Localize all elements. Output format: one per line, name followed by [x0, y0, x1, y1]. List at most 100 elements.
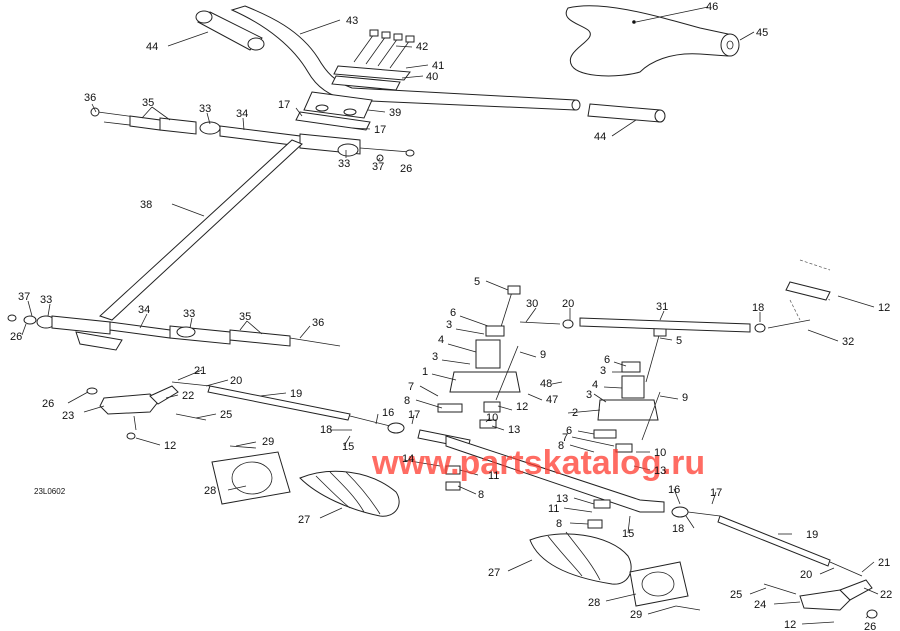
callout-7-left: 7	[408, 381, 414, 393]
callout-26-lower-right: 26	[864, 621, 876, 631]
upper-tie-rod	[90, 107, 415, 162]
left-tie-rod	[207, 385, 405, 434]
callout-17-mid: 17	[408, 409, 420, 421]
callout-7-right: 7	[562, 432, 568, 444]
callout-5-left: 5	[474, 276, 480, 288]
left-boot	[211, 445, 400, 517]
callout-33-left: 33	[40, 294, 52, 306]
callout-12-lower-right: 12	[784, 619, 796, 631]
callout-36-top: 36	[84, 92, 96, 104]
callout-12-mid: 12	[516, 401, 528, 413]
callout-8-lower-right: 8	[556, 518, 562, 530]
callout-48: 48	[540, 378, 552, 390]
callout-11-right: 11	[548, 503, 559, 515]
callout-37-left: 37	[18, 291, 30, 303]
callout-6-low: 6	[566, 425, 572, 437]
callout-3-left-top: 3	[446, 319, 452, 331]
callout-41: 41	[432, 60, 444, 72]
callout-1: 1	[422, 366, 428, 378]
callout-30: 30	[526, 298, 538, 310]
callout-21-right: 21	[878, 557, 890, 569]
center-posts	[417, 285, 667, 529]
handlebar-pad	[565, 5, 740, 77]
callout-34-left: 34	[138, 304, 150, 316]
callout-39: 39	[389, 107, 401, 119]
callout-6-left: 6	[450, 307, 456, 319]
callout-3-right-top: 3	[600, 365, 606, 377]
callout-16-right: 16	[668, 484, 680, 496]
callout-33-mid: 33	[338, 158, 350, 170]
callout-20-left: 20	[230, 375, 242, 387]
callout-10-left: 10	[486, 412, 498, 424]
drag-link	[519, 259, 831, 333]
callout-15-left: 15	[342, 441, 354, 453]
drawing-code: 23L0602	[34, 487, 66, 496]
callout-10-right: 10	[654, 447, 666, 459]
callout-19-left: 19	[290, 388, 302, 400]
callout-44-top: 44	[146, 41, 158, 53]
callout-25-left: 25	[220, 409, 232, 421]
right-assembly	[529, 506, 878, 619]
callout-labels: 46 45 43 44 42 41 40 44 36 35 33 34 17 3…	[10, 1, 892, 631]
callout-42: 42	[416, 41, 428, 53]
callout-28-left: 28	[204, 485, 216, 497]
callout-23: 23	[62, 410, 74, 422]
parts-artwork	[7, 5, 878, 619]
callout-45: 45	[756, 27, 768, 39]
callout-31: 31	[656, 301, 668, 313]
callout-29-right: 29	[630, 609, 642, 621]
callout-5-right: 5	[676, 335, 682, 347]
callout-46: 46	[706, 1, 718, 13]
callout-9-left: 9	[540, 349, 546, 361]
callout-8-right: 8	[558, 440, 564, 452]
callout-20-top: 20	[562, 298, 574, 310]
callout-12-lower-left: 12	[164, 440, 176, 452]
callout-17-top: 17	[278, 99, 290, 111]
callout-12-top-right: 12	[878, 302, 890, 314]
callout-40: 40	[426, 71, 438, 83]
callout-22-right: 22	[880, 589, 892, 601]
callout-20-right: 20	[800, 569, 812, 581]
callout-21-left: 21	[194, 365, 206, 377]
callout-26-top: 26	[400, 163, 412, 175]
callout-44-right: 44	[594, 131, 606, 143]
callout-3-left-mid: 3	[432, 351, 438, 363]
callout-11-left: 11	[488, 470, 499, 482]
callout-28-right: 28	[588, 597, 600, 609]
callout-2: 2	[572, 407, 578, 419]
callout-17-right: 17	[710, 487, 722, 499]
lower-tie-rod	[7, 314, 341, 351]
callout-6-right: 6	[604, 354, 610, 366]
callout-13-left: 13	[508, 424, 520, 436]
upper-column-clamp	[295, 91, 373, 131]
handlebar	[195, 5, 666, 123]
callout-32: 32	[842, 336, 854, 348]
callout-35-top: 35	[142, 97, 154, 109]
callout-14: 14	[402, 453, 414, 465]
callout-17-upper-right: 17	[374, 124, 386, 136]
callout-13-lower: 13	[556, 493, 568, 505]
callout-29-left: 29	[262, 436, 274, 448]
callout-33-lower: 33	[183, 308, 195, 320]
callout-43: 43	[346, 15, 358, 27]
callout-9-right: 9	[682, 392, 688, 404]
callout-8-left: 8	[404, 395, 410, 407]
callout-8-lower-left: 8	[478, 489, 484, 501]
callout-19-right: 19	[806, 529, 818, 541]
callout-13-right: 13	[654, 465, 666, 477]
watermark-text: www.partskatalog.ru	[371, 444, 705, 482]
callout-34-top: 34	[236, 108, 248, 120]
callout-22-left: 22	[182, 390, 194, 402]
clamp-bolts	[331, 29, 415, 91]
callout-47: 47	[546, 394, 558, 406]
steering-column	[99, 139, 303, 321]
callout-33-top: 33	[199, 103, 211, 115]
callout-27-left: 27	[298, 514, 310, 526]
callout-26-left: 26	[10, 331, 22, 343]
leader-lines	[21, 6, 879, 625]
callout-26-lower-left: 26	[42, 398, 54, 410]
callout-38: 38	[140, 199, 152, 211]
callout-35-lower: 35	[239, 311, 251, 323]
callout-16-left: 16	[382, 407, 394, 419]
